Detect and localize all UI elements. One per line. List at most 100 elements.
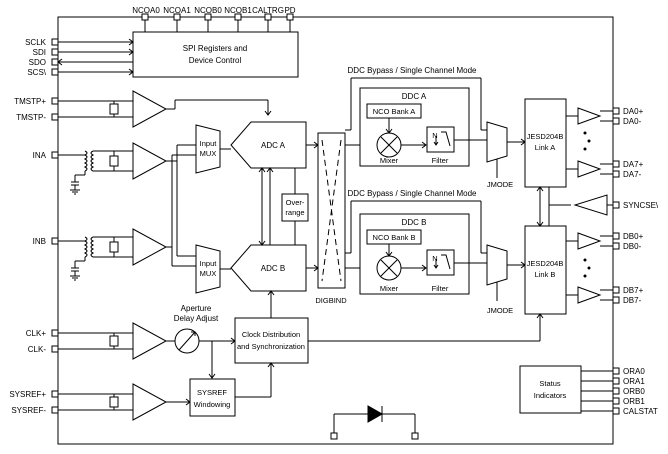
svg-text:NCOA1: NCOA1 [163, 6, 191, 15]
svg-text:Input: Input [200, 259, 218, 268]
svg-text:N: N [432, 131, 437, 140]
top-pin-ncoa0: NCOA0 [132, 6, 160, 32]
svg-text:Indicators: Indicators [534, 391, 567, 400]
svg-text:MUX: MUX [200, 149, 217, 158]
svg-text:JMODE: JMODE [487, 180, 513, 189]
svg-text:Filter: Filter [432, 284, 449, 293]
tmstp-input: TMSTP+ TMSTP- [14, 90, 272, 128]
svg-text:ORA0: ORA0 [623, 367, 645, 376]
svg-text:SYSREF-: SYSREF- [11, 406, 46, 415]
svg-text:MUX: MUX [200, 269, 217, 278]
svg-text:and Synchronization: and Synchronization [237, 342, 305, 351]
temperature-diode-icon [330, 405, 419, 440]
adc-b-block: ADC B [230, 244, 307, 292]
svg-text:SCS\: SCS\ [27, 68, 46, 77]
svg-text:JMODE: JMODE [487, 306, 513, 315]
svg-text:Status: Status [539, 379, 561, 388]
top-pin-ncob1: NCOB1 [224, 6, 252, 32]
svg-text:Mixer: Mixer [380, 156, 399, 165]
svg-text:ORA1: ORA1 [623, 377, 645, 386]
db-outputs: DB0+ DB0- DB7+ DB7- [566, 232, 644, 305]
ddc-a-block: DDC A NCO Bank A Mixer N Filter [359, 87, 470, 167]
svg-text:ADC A: ADC A [261, 141, 286, 150]
svg-text:DB0+: DB0+ [623, 232, 644, 241]
svg-text:SDO: SDO [29, 58, 46, 67]
da-outputs: DA0+ DA0- DA7+ DA7- [566, 107, 644, 179]
svg-text:ADC B: ADC B [261, 264, 285, 273]
svg-text:Aperture: Aperture [181, 304, 212, 313]
top-pin-ncoa1: NCOA1 [163, 6, 191, 32]
svg-text:DA0+: DA0+ [623, 107, 644, 116]
svg-text:N: N [432, 254, 437, 263]
svg-text:Clock Distribution: Clock Distribution [242, 330, 300, 339]
svg-text:Over-: Over- [286, 198, 305, 207]
svg-text:range: range [285, 208, 304, 217]
sysref-input: SYSREF+ SYSREF- [9, 383, 191, 421]
status-indicators-block: Status Indicators ORA0 ORA1 ORB0 ORB1 CA… [519, 365, 658, 416]
svg-text:NCO Bank B: NCO Bank B [373, 233, 416, 242]
inb-buffer [132, 228, 168, 266]
nco-bank-b [366, 229, 422, 245]
svg-text:CALTRG: CALTRG [252, 6, 284, 15]
svg-text:DDC A: DDC A [402, 92, 427, 101]
svg-text:DA7-: DA7- [623, 170, 642, 179]
svg-text:NCO Bank A: NCO Bank A [373, 107, 416, 116]
filter-b-icon [426, 249, 455, 276]
svg-text:DA0-: DA0- [623, 117, 642, 126]
top-pin-ncob0: NCOB0 [194, 6, 222, 32]
top-pins: NCOA0 NCOA1 NCOB0 NCOB1 CALTRG PD [132, 6, 296, 32]
svg-text:DIGBIND: DIGBIND [315, 296, 347, 305]
svg-text:JESD204B: JESD204B [527, 132, 564, 141]
inb-resistor [109, 241, 119, 253]
svg-text:NCOB0: NCOB0 [194, 6, 222, 15]
svg-text:SYSREF: SYSREF [197, 388, 227, 397]
tmstp-resistor [109, 103, 119, 115]
svg-text:JESD204B: JESD204B [527, 259, 564, 268]
svg-text:Mixer: Mixer [380, 284, 399, 293]
syncse-input: SYNCSE\ [573, 194, 659, 216]
svg-text:INB: INB [33, 237, 46, 246]
digbind-crossbar: DIGBIND [315, 132, 347, 305]
sysref-windowing-block: SYSREF Windowing [189, 362, 275, 417]
ina-resistor [109, 155, 119, 167]
ina-buffer [132, 142, 168, 180]
spi-registers-block: SPI Registers and Device Control [132, 31, 299, 78]
svg-text:Link A: Link A [535, 143, 555, 152]
nco-bank-a [366, 103, 422, 119]
ina-transformer-primary [83, 150, 88, 172]
svg-text:Filter: Filter [432, 156, 449, 165]
svg-text:ORB1: ORB1 [623, 397, 645, 406]
input-mux-b: Input MUX [195, 244, 231, 294]
svg-text:DDC B: DDC B [402, 218, 427, 227]
svg-text:NCOA0: NCOA0 [132, 6, 160, 15]
svg-text:SPI Registers and: SPI Registers and [183, 44, 247, 53]
inb-input: INB [33, 154, 196, 281]
clk-buffer [132, 322, 168, 360]
sysref-resistor [109, 396, 119, 408]
svg-text:DB0-: DB0- [623, 242, 642, 251]
tmstp-buffer [132, 90, 168, 128]
filter-a-icon [426, 126, 455, 153]
svg-text:SYSREF+: SYSREF+ [9, 390, 46, 399]
ddc-bypass-label-a: DDC Bypass / Single Channel Mode [348, 66, 478, 75]
clk-input: CLK+ CLK- [26, 322, 175, 360]
svg-text:CALSTAT: CALSTAT [623, 407, 658, 416]
svg-text:Windowing: Windowing [194, 400, 231, 409]
svg-text:NCOB1: NCOB1 [224, 6, 252, 15]
svg-text:INA: INA [33, 151, 47, 160]
svg-text:DB7+: DB7+ [623, 286, 644, 295]
svg-text:Delay Adjust: Delay Adjust [174, 314, 219, 323]
spi-pins: SCLK SDI SDO SCS\ [25, 38, 134, 77]
svg-text:Device Control: Device Control [189, 56, 242, 65]
chip-outline [57, 16, 614, 445]
jesd-link-b: JESD204B Link B [524, 225, 567, 315]
top-pin-pd: PD [284, 6, 296, 32]
svg-text:CLK-: CLK- [28, 345, 47, 354]
svg-text:CLK+: CLK+ [26, 329, 47, 338]
svg-text:SCLK: SCLK [25, 38, 47, 47]
input-mux-a: Input MUX [195, 124, 231, 174]
svg-text:SDI: SDI [33, 48, 46, 57]
overrange-block: Over- range [281, 168, 309, 245]
svg-text:TMSTP+: TMSTP+ [14, 97, 46, 106]
